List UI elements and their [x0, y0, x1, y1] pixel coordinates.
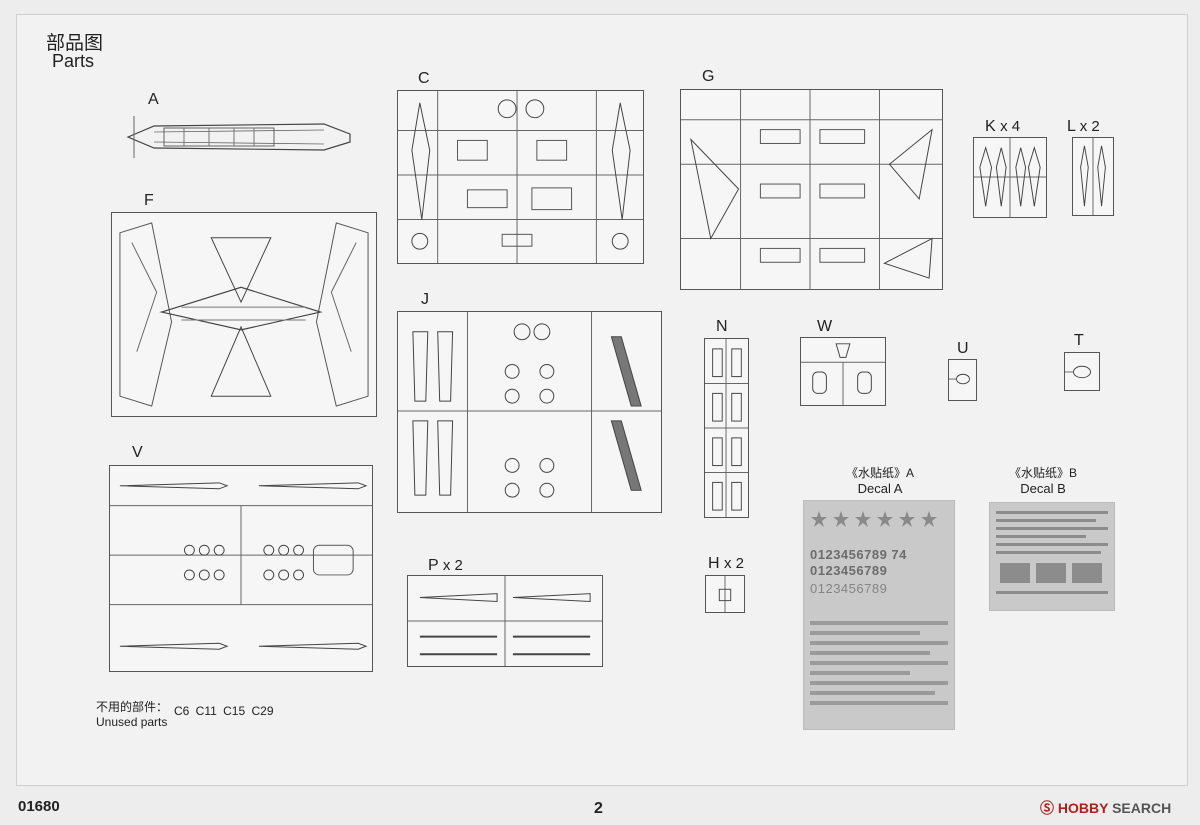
- sprue-label-j: J: [421, 291, 429, 308]
- decal-a-label: 《水贴纸》A Decal A: [845, 466, 914, 496]
- decal-a-numbers-row2: 0123456789: [810, 563, 888, 578]
- sprue-k: [973, 137, 1047, 218]
- sprue-j: [397, 311, 662, 513]
- sprue-label-t: T: [1074, 332, 1084, 349]
- sprue-label-a: A: [148, 91, 159, 108]
- sprue-w: [800, 337, 886, 406]
- sprue-u: [948, 359, 977, 401]
- decal-sheet-b: [989, 502, 1115, 611]
- unused-parts-label: 不用的部件： Unused parts: [96, 700, 169, 729]
- decal-a-numbers-row1: 0123456789 74: [810, 547, 907, 562]
- sprue-g: [680, 89, 943, 290]
- page-title-cn: 部品图: [46, 33, 104, 54]
- decal-sheet-a: 0123456789 74 0123456789 0123456789: [803, 500, 955, 730]
- sprue-label-u: U: [957, 340, 969, 357]
- sprue-t: [1064, 352, 1100, 391]
- sprue-n: [704, 338, 749, 518]
- product-code: 01680: [18, 798, 60, 815]
- watermark: Ⓢ HOBBY SEARCH: [1040, 798, 1171, 818]
- sprue-h: [705, 575, 745, 613]
- sprue-label-f: F: [144, 192, 154, 209]
- unused-parts-list: C6 C11 C15 C29: [174, 704, 274, 718]
- decal-b-label: 《水贴纸》B Decal B: [1008, 466, 1077, 496]
- sprue-label-w: W: [817, 318, 833, 335]
- sprue-label-p: P x 2: [428, 557, 463, 574]
- watermark-text: SEARCH: [1112, 800, 1172, 816]
- page-title-en: Parts: [52, 51, 95, 71]
- sprue-v: [109, 465, 373, 672]
- sprue-p: [407, 575, 603, 667]
- sprue-label-c: C: [418, 70, 430, 87]
- sprue-l: [1072, 137, 1114, 216]
- sprue-label-l: L x 2: [1067, 118, 1100, 135]
- sprue-c: [397, 90, 644, 264]
- sprue-label-v: V: [132, 444, 143, 461]
- sprue-label-g: G: [702, 68, 715, 85]
- decal-a-numbers-row3: 0123456789: [810, 581, 888, 596]
- watermark-logo: Ⓢ HOBBY: [1040, 800, 1109, 816]
- sprue-a-part: [124, 112, 354, 162]
- sprue-label-k: K x 4: [985, 118, 1021, 135]
- sprue-f: [111, 212, 377, 417]
- page-number: 2: [594, 800, 603, 817]
- sprue-label-h: H x 2: [708, 555, 745, 572]
- sprue-label-n: N: [716, 318, 728, 335]
